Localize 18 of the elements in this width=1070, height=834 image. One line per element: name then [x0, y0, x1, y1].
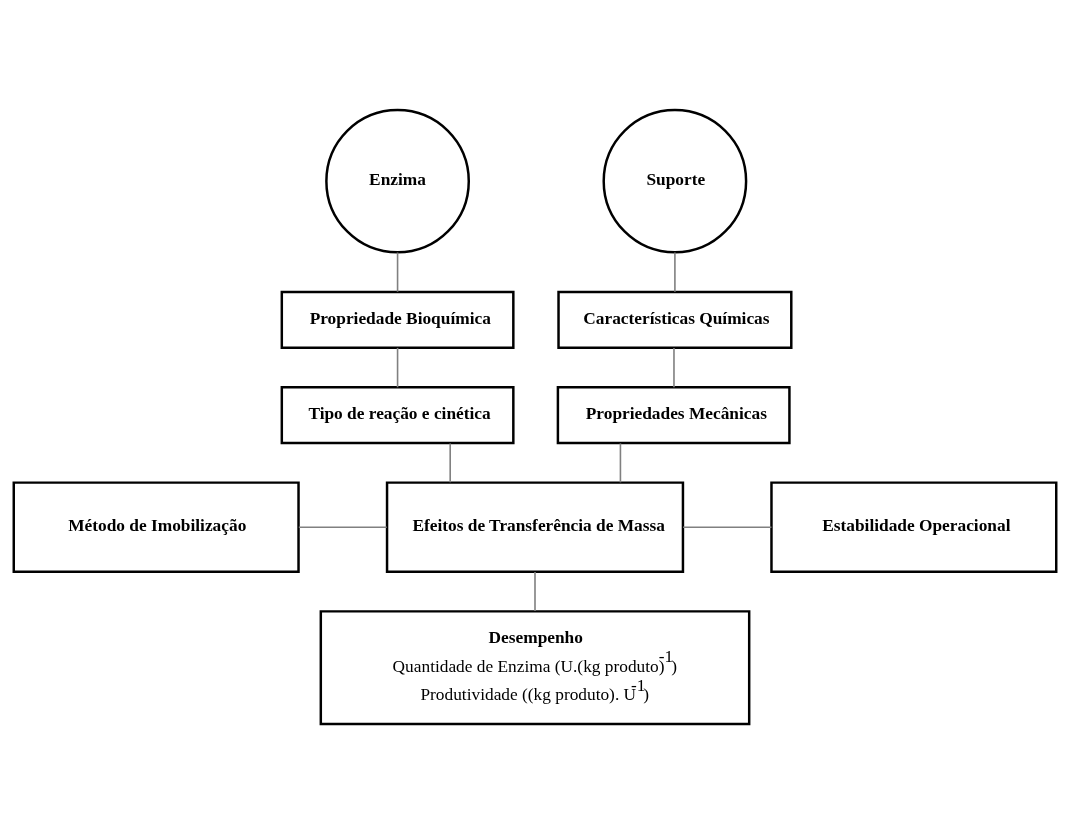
connector	[396, 347, 399, 389]
connector	[449, 442, 451, 484]
node-circle: Suporte	[602, 108, 748, 254]
node-box: Estabilidade Operacional	[770, 481, 1058, 573]
node-box: Propriedade Bioquímica	[280, 290, 515, 349]
node-box: Propriedades Mecânicas	[556, 386, 791, 445]
connector	[396, 251, 399, 293]
connector	[534, 571, 536, 612]
connector	[673, 347, 675, 389]
node-box: Características Químicas	[557, 290, 793, 349]
connector	[682, 526, 773, 528]
connector	[674, 251, 676, 293]
node-box: Método de Imobilização	[12, 481, 300, 573]
node-box: Tipo de reação e cinética	[280, 386, 515, 445]
node-box: Efeitos de Transferência de Massa	[385, 481, 685, 573]
connector	[298, 526, 388, 528]
node-circle: Enzima	[325, 108, 470, 254]
connector	[619, 442, 622, 484]
